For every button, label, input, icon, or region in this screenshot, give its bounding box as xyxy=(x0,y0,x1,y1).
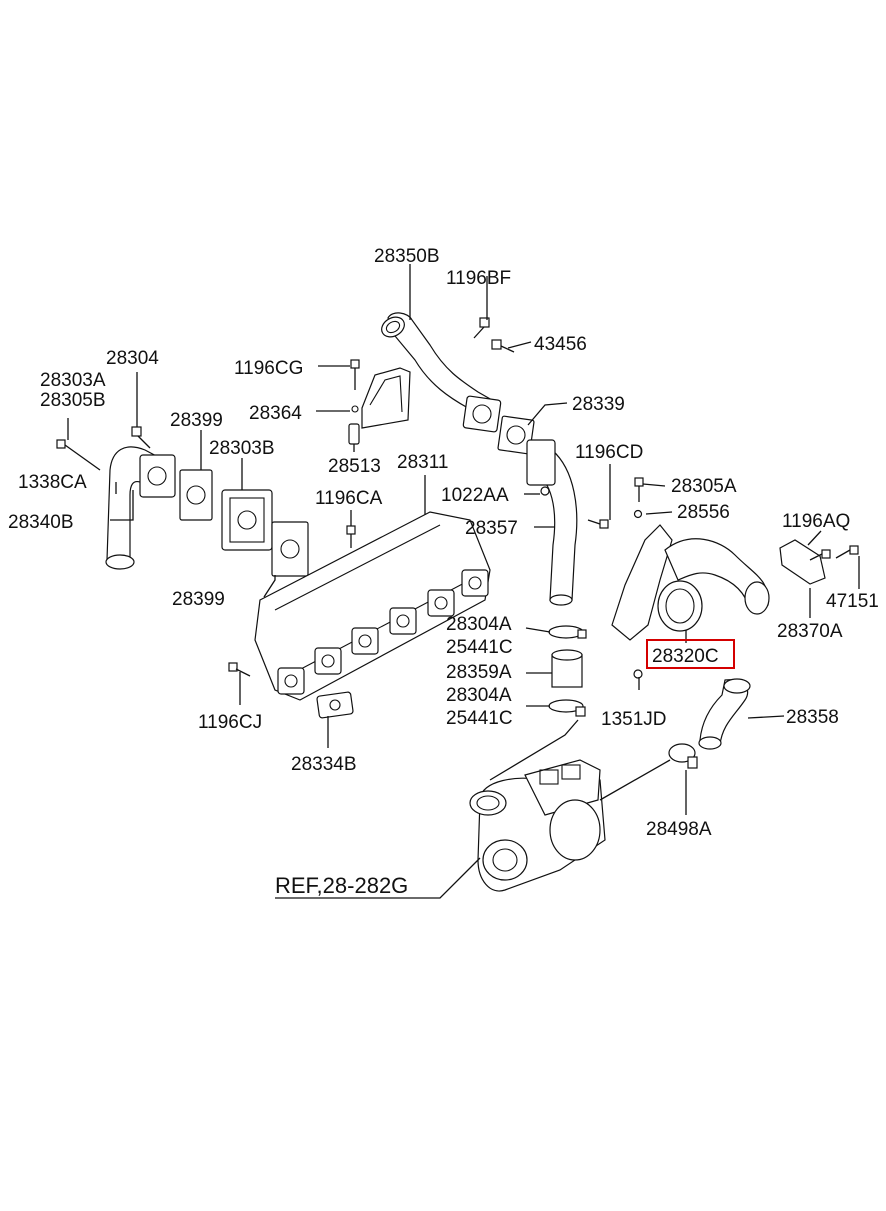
label-28303A[interactable]: 28303A xyxy=(40,370,106,391)
label-1196BF[interactable]: 1196BF xyxy=(446,268,511,289)
label-ref-28-282G[interactable]: REF,28-282G xyxy=(275,873,408,898)
label-28357[interactable]: 28357 xyxy=(465,518,518,539)
exhaust-pipe-upper-part xyxy=(381,312,502,433)
label-1196CG[interactable]: 1196CG xyxy=(234,358,303,379)
bolt-1196CA xyxy=(346,525,356,548)
stud-1338CA xyxy=(56,439,101,471)
label-28305A[interactable]: 28305A xyxy=(671,476,737,497)
hose-28359A-part xyxy=(551,649,583,688)
label-1196CA[interactable]: 1196CA xyxy=(315,488,383,509)
nut-1022AA xyxy=(540,486,550,496)
label-28358[interactable]: 28358 xyxy=(786,707,839,728)
bolt-1196CG xyxy=(350,359,360,390)
exhaust-manifold-28311-part xyxy=(254,511,491,701)
bolt-1196CJ xyxy=(228,662,251,677)
label-28350B[interactable]: 28350B xyxy=(374,246,440,267)
clamp-upper-part xyxy=(548,625,587,639)
label-25441C-lower[interactable]: 25441C xyxy=(446,708,513,729)
turbo-outlet-28320C-part xyxy=(611,524,770,641)
clamp-lower-part xyxy=(548,699,586,717)
hose-28358-part xyxy=(698,678,751,750)
label-28339[interactable]: 28339 xyxy=(572,394,625,415)
label-28399-bottom[interactable]: 28399 xyxy=(172,589,225,610)
stud-28513 xyxy=(348,423,360,445)
label-28334B[interactable]: 28334B xyxy=(291,754,357,775)
nut-1351JD xyxy=(633,669,643,679)
highlight-box-28320C xyxy=(646,639,735,669)
label-1351JD[interactable]: 1351JD xyxy=(601,709,667,730)
bolt-28304 xyxy=(131,426,151,449)
label-28304A-lower[interactable]: 28304A xyxy=(446,685,512,706)
label-28320C[interactable]: 28320C xyxy=(652,646,719,667)
label-1196AQ[interactable]: 1196AQ xyxy=(782,511,850,532)
label-1022AA[interactable]: 1022AA xyxy=(441,485,509,506)
label-28370A[interactable]: 28370A xyxy=(777,621,843,642)
gasket-28334B-part xyxy=(316,691,354,719)
label-28399-top[interactable]: 28399 xyxy=(170,410,223,431)
label-28304[interactable]: 28304 xyxy=(106,348,159,369)
label-28340B[interactable]: 28340B xyxy=(8,512,74,533)
label-28305B[interactable]: 28305B xyxy=(40,390,106,411)
label-1196CJ[interactable]: 1196CJ xyxy=(198,712,262,733)
elbow-pipe-28340B-part xyxy=(105,446,176,570)
label-1196CD[interactable]: 1196CD xyxy=(575,442,643,463)
bolt-47151 xyxy=(835,545,859,559)
label-28359A[interactable]: 28359A xyxy=(446,662,512,683)
bolt-1196BF xyxy=(473,317,490,339)
label-28303B[interactable]: 28303B xyxy=(209,438,275,459)
gasket-28339-part xyxy=(497,415,535,455)
label-28364[interactable]: 28364 xyxy=(249,403,302,424)
gasket-28399-left-part xyxy=(179,469,213,521)
label-28513[interactable]: 28513 xyxy=(328,456,381,477)
bracket-28370A-part xyxy=(779,539,826,585)
label-47151[interactable]: 47151 xyxy=(826,591,879,612)
label-43456[interactable]: 43456 xyxy=(534,334,587,355)
label-28311[interactable]: 28311 xyxy=(397,452,448,473)
turbocharger-part xyxy=(469,759,606,892)
spacer-28303B-part xyxy=(221,489,273,551)
pipe-28357-part xyxy=(526,439,578,606)
bolt-43456 xyxy=(491,339,515,353)
gasket-28399-right-part xyxy=(271,521,309,577)
label-28498A[interactable]: 28498A xyxy=(646,819,712,840)
label-25441C-upper[interactable]: 25441C xyxy=(446,637,513,658)
label-28304A-upper[interactable]: 28304A xyxy=(446,614,512,635)
leader-lines xyxy=(67,264,860,899)
clamp-28498A-part xyxy=(668,743,698,769)
bolt-1196CD xyxy=(587,519,609,529)
washer-28556 xyxy=(633,509,643,519)
bolt-1196AQ xyxy=(809,549,831,561)
label-28556[interactable]: 28556 xyxy=(677,502,730,523)
bracket-part xyxy=(351,367,411,429)
label-1338CA[interactable]: 1338CA xyxy=(18,472,87,493)
bolt-28305A xyxy=(634,477,644,502)
